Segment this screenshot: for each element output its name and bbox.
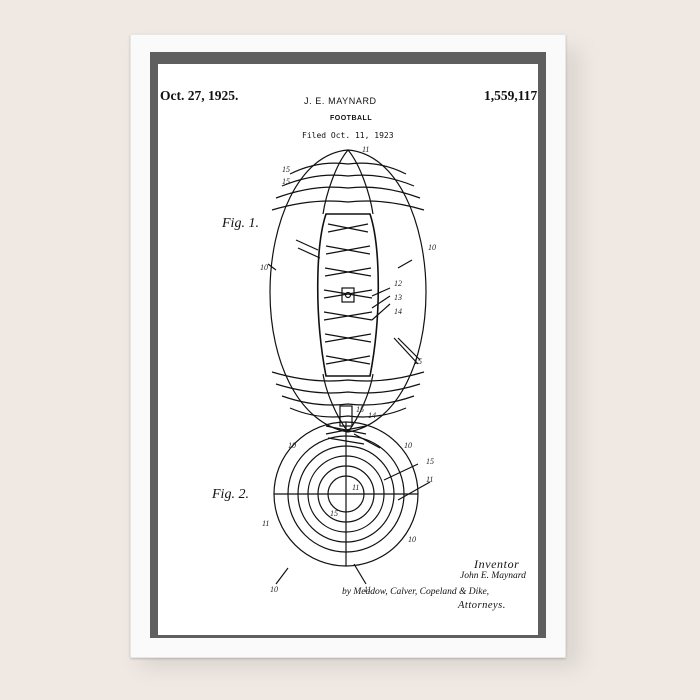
ref-10-left: 10 [260,263,268,272]
ref-10-c: 10 [288,441,296,450]
ref-15-f: 15 [330,509,338,518]
ref-11-d: 11 [262,519,269,528]
ref-14-b: 14 [368,411,376,420]
attorneys-label: Attorneys. [458,600,506,611]
patent-print: Oct. 27, 1925. 1,559,117 J. E. MAYNARD F… [158,64,538,635]
inventor-label: Inventor [474,557,520,571]
ref-10-right: 10 [428,243,436,252]
fig2-label: Fig. 2. [212,487,249,502]
ref-15-c: 15 [414,357,422,366]
ref-12: 12 [394,279,402,288]
football-drawing: 11 15 15 10 12 13 14 10 15 15 14 10 10 1… [260,145,436,594]
patent-title: FOOTBALL [330,115,373,122]
patent-date: Oct. 27, 1925. [160,88,239,103]
ref-11-e: 11 [364,585,371,594]
attorneys-signature: by Meadow, Calver, Copeland & Dike, [342,587,490,597]
ref-11-b: 11 [426,475,433,484]
ref-15-b: 15 [282,177,290,186]
ref-10-f: 10 [408,535,416,544]
inventor-signature: John E. Maynard [460,571,526,581]
inventor-name: J. E. MAYNARD [304,96,377,106]
ref-11-top: 11 [362,145,369,154]
fig1-lace-slot [316,213,380,377]
ref-10-d: 10 [404,441,412,450]
ref-11-c: 11 [352,483,359,492]
ref-13: 13 [394,293,402,302]
ref-15-d: 15 [356,405,364,414]
filed-date: Filed Oct. 11, 1923 [302,131,394,140]
fig1-label: Fig. 1. [222,216,259,231]
patent-number: 1,559,117 [484,88,538,103]
ref-15-e: 15 [426,457,434,466]
ref-15-a: 15 [282,165,290,174]
ref-14: 14 [394,307,402,316]
ref-10-e: 10 [270,585,278,594]
